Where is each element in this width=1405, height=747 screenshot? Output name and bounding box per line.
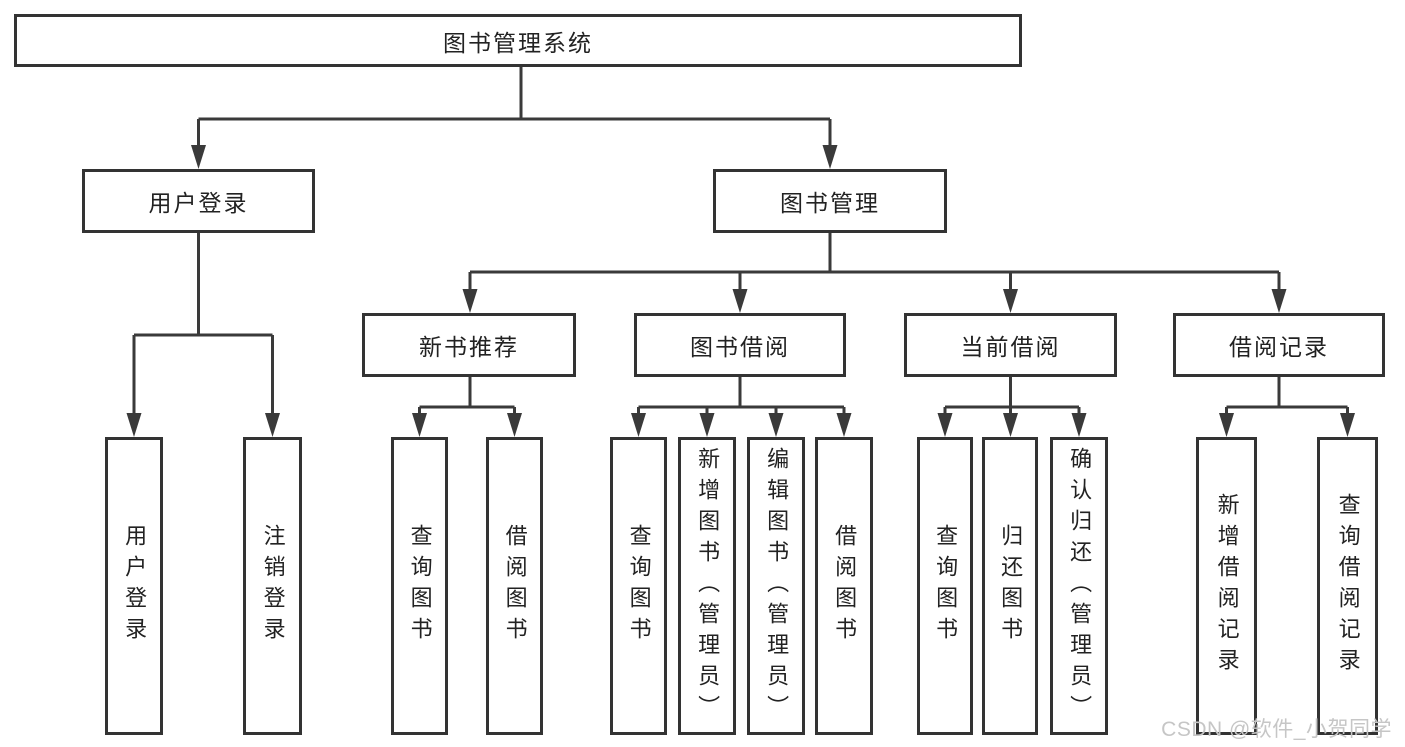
- leaf-label: 注销登录: [260, 524, 286, 648]
- node-book-borrow: 图书借阅: [634, 313, 846, 377]
- leaf-label: 借阅图书: [502, 524, 528, 648]
- leaf-label: 新增借阅记录: [1214, 493, 1240, 679]
- arrowhead-icon: [937, 413, 953, 437]
- arrowhead-icon: [1003, 413, 1018, 437]
- node-current-borrow: 当前借阅: [904, 313, 1117, 377]
- node-book-management: 图书管理: [713, 169, 947, 233]
- arrowhead-icon: [1271, 289, 1287, 313]
- arrowhead-icon: [836, 413, 852, 437]
- arrowhead-icon: [462, 289, 478, 313]
- arrowhead-icon: [631, 413, 646, 437]
- node-user-login: 用户登录: [82, 169, 315, 233]
- node-label: 图书管理: [780, 190, 880, 216]
- leaf-label: 查询图书: [626, 524, 652, 648]
- arrowhead-icon: [1071, 413, 1087, 437]
- arrowheads: [126, 145, 1355, 437]
- watermark: CSDN @软件_小贺同学: [1161, 718, 1392, 741]
- node-label: 用户登录: [148, 190, 249, 216]
- node-label: 图书管理系统: [443, 29, 593, 56]
- node-label: 当前借阅: [960, 334, 1061, 360]
- leaf-edit-book-admin: 编辑图书（管理员）: [747, 437, 805, 735]
- arrowhead-icon: [768, 413, 784, 437]
- leaf-return-books: 归还图书: [982, 437, 1038, 735]
- leaf-borrow-books-recommend: 借阅图书: [486, 437, 543, 735]
- arrowhead-icon: [265, 413, 280, 437]
- node-label: 借阅记录: [1229, 334, 1329, 360]
- arrowhead-icon: [1340, 413, 1355, 437]
- node-new-book-recommend: 新书推荐: [362, 313, 576, 377]
- leaf-label: 查询借阅记录: [1335, 493, 1361, 679]
- leaf-add-book-admin: 新增图书（管理员）: [678, 437, 736, 735]
- leaf-add-borrow-record: 新增借阅记录: [1196, 437, 1257, 735]
- arrowhead-icon: [699, 413, 715, 437]
- leaf-label: 新增图书（管理员）: [695, 446, 721, 726]
- leaf-label: 归还图书: [998, 524, 1024, 648]
- arrowhead-icon: [412, 413, 427, 437]
- node-library-management-system: 图书管理系统: [14, 14, 1022, 67]
- leaf-confirm-return-admin: 确认归还（管理员）: [1050, 437, 1108, 735]
- leaf-query-books-borrow: 查询图书: [610, 437, 667, 735]
- leaf-query-books-current: 查询图书: [917, 437, 973, 735]
- arrowhead-icon: [1003, 289, 1018, 313]
- leaf-query-borrow-record: 查询借阅记录: [1317, 437, 1378, 735]
- node-label: 图书借阅: [690, 334, 790, 360]
- leaf-query-books-recommend: 查询图书: [391, 437, 448, 735]
- leaf-logout: 注销登录: [243, 437, 302, 735]
- leaf-label: 编辑图书（管理员）: [764, 446, 790, 726]
- arrowhead-icon: [822, 145, 838, 169]
- arrowhead-icon: [507, 413, 522, 437]
- arrowhead-icon: [126, 413, 142, 437]
- leaf-user-login: 用户登录: [105, 437, 163, 735]
- leaf-label: 确认归还（管理员）: [1067, 446, 1093, 726]
- leaf-label: 借阅图书: [832, 524, 858, 648]
- node-borrow-records: 借阅记录: [1173, 313, 1385, 377]
- arrowhead-icon: [191, 145, 206, 169]
- node-label: 新书推荐: [419, 334, 519, 360]
- leaf-borrow-books: 借阅图书: [815, 437, 873, 735]
- leaf-label: 查询图书: [407, 524, 433, 648]
- arrowhead-icon: [1219, 413, 1234, 437]
- leaf-label: 查询图书: [933, 524, 959, 648]
- leaf-label: 用户登录: [122, 524, 148, 648]
- arrowhead-icon: [732, 289, 748, 313]
